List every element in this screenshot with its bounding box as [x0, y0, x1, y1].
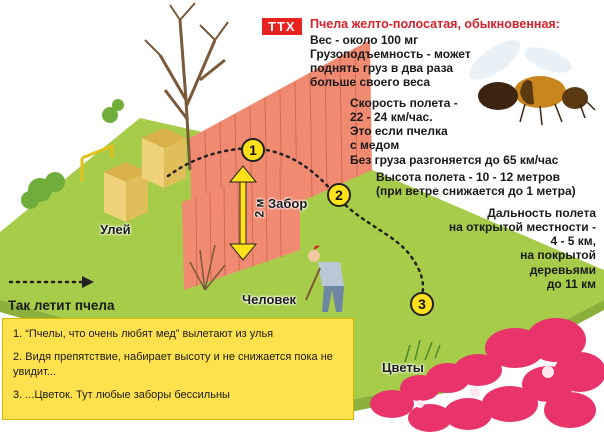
caption-1: 1. “Пчелы, что очень любят мед” вылетают…	[13, 328, 274, 340]
spec-height: Высота полета - 10 - 12 метров (при ветр…	[376, 170, 576, 198]
man-figure	[305, 245, 344, 312]
spec-line: Грузоподъемность - может	[310, 47, 471, 62]
height-arrow	[228, 165, 258, 261]
spec-line: Дальность полета	[487, 206, 596, 220]
spec-line: деревьями	[529, 262, 596, 277]
how-bee-flies-label: Так летит пчела	[8, 298, 115, 313]
hive-left	[104, 162, 148, 222]
caption-2: 2. Видя препятствие, набирает высоту и н…	[13, 351, 333, 378]
hive-right	[142, 128, 186, 188]
spec-speed: Скорость полета - 22 - 24 км/час. Это ес…	[350, 96, 558, 167]
bee-title: Пчела желто-полосатая, обыкновенная:	[310, 17, 560, 31]
caption-3: 3. ...Цветок. Тут любые заборы бессильны	[13, 388, 230, 401]
bee	[469, 40, 596, 126]
spec-weight: Вес - около 100 мг Грузоподъемность - мо…	[310, 33, 471, 90]
spec-line: (при ветре снижается до 1 метра)	[376, 184, 576, 199]
hive-label: Улей	[100, 222, 131, 237]
yellow-rail	[80, 143, 114, 182]
fence-height-label: 2 м	[252, 198, 267, 218]
ttx-badge: ТТХ	[262, 18, 302, 35]
spec-line: больше своего веса	[310, 75, 431, 90]
fence-label: Забор	[268, 196, 308, 211]
spec-line: Это если пчелка	[350, 124, 448, 139]
spec-line: Скорость полета -	[350, 96, 458, 110]
spec-line: Без груза разгоняется до 65 км/час	[350, 152, 559, 167]
spec-line: Высота полета - 10 - 12 метров	[376, 170, 560, 184]
spec-line: на открытой местности -	[448, 220, 596, 235]
left-bush	[21, 99, 124, 209]
flowers-label: Цветы	[382, 360, 424, 375]
captions-box: 1. “Пчелы, что очень любят мед” вылетают…	[2, 318, 354, 420]
bush	[189, 244, 226, 291]
spec-line: 22 - 24 км/час.	[350, 110, 433, 125]
legend-arrow	[8, 276, 94, 288]
spec-range: Дальность полета на открытой местности -…	[449, 206, 596, 291]
spec-line: на покрытой	[520, 248, 596, 263]
spec-line: с медом	[350, 138, 400, 153]
tree	[144, 2, 229, 171]
flowers	[370, 318, 604, 432]
marker-2: 2	[327, 183, 351, 207]
marker-3: 3	[410, 292, 434, 316]
man-label: Человек	[242, 292, 296, 307]
spec-line: до 11 км	[546, 276, 596, 291]
spec-line: 4 - 5 км,	[550, 234, 596, 249]
spec-line: Вес - около 100 мг	[310, 33, 419, 47]
spec-line: поднять груз в два раза	[310, 61, 454, 76]
marker-1: 1	[241, 138, 265, 162]
